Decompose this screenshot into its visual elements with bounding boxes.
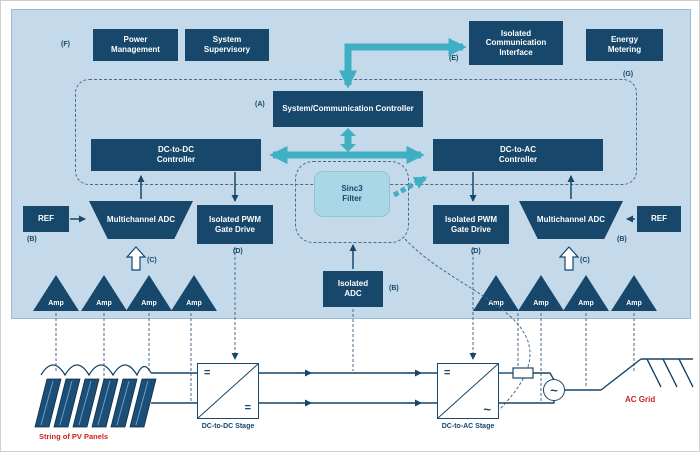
pv-panel-array [34,378,157,428]
amp-label: Amp [96,299,112,307]
block-dcac-controller: DC-to-AC Controller [433,139,603,171]
block-label: Multichannel ADC [536,215,606,225]
amp-label: Amp [48,299,64,307]
block-dcdc-controller: DC-to-DC Controller [91,139,261,171]
block-label: Power Management [111,35,160,54]
amp-label: Amp [141,299,157,307]
block-power-management: Power Management [93,29,178,61]
pv-string-label: String of PV Panels [39,432,109,441]
block-label: Sinc3 Filter [341,184,363,203]
block-isolated-communication-interface: Isolated Communication Interface [469,21,563,65]
label-d-right: (D) [471,248,481,255]
block-label: Isolated PWM Gate Drive [208,214,261,234]
block-ref-right: REF [637,206,681,232]
block-label: System Supervisory [203,35,251,54]
dc-symbol: = [204,367,211,379]
dcac-stage-label: DC-to-AC Stage [441,423,495,430]
block-label: Isolated ADC [337,279,369,298]
ac-grid-label: AC Grid [625,395,656,404]
block-label: DC-to-DC Controller [156,145,196,164]
dcdc-stage-label: DC-to-DC Stage [201,423,255,430]
dcac-stage-box: = ~ [437,363,499,419]
dcdc-stage-box: = = [197,363,259,419]
label-b-right: (B) [617,236,627,243]
label-b-left: (B) [27,236,37,243]
dc-symbol: = [244,402,251,414]
block-label: Multichannel ADC [106,215,176,225]
block-isolated-pwm-gate-drive-right: Isolated PWM Gate Drive [433,205,509,244]
amp-label: Amp [578,299,594,307]
label-d-left: (D) [233,248,243,255]
label-a: (A) [255,101,265,108]
label-b-mid: (B) [389,285,399,292]
label-g: (G) [623,71,634,78]
power-circuit-wires [40,363,601,419]
label-e: (E) [449,55,459,62]
label-c-left: (C) [147,257,157,264]
amp-label: Amp [186,299,202,307]
block-label: REF [38,214,54,224]
line-filter-component [512,367,534,379]
label-f: (F) [61,41,70,48]
amp-label: Amp [533,299,549,307]
block-energy-metering: Energy Metering [586,29,663,61]
block-multichannel-adc-left: Multichannel ADC [89,201,193,239]
block-label: Isolated Communication Interface [485,28,547,57]
block-label: Isolated PWM Gate Drive [444,214,497,234]
block-label: System/Communication Controller [282,104,414,114]
ac-source-symbol: ~ [543,379,565,401]
grid-symbol [600,358,694,391]
amp-label: Amp [488,299,504,307]
block-sinc3-filter: Sinc3 Filter [314,171,390,217]
block-multichannel-adc-right: Multichannel ADC [519,201,623,239]
block-system-supervisory: System Supervisory [185,29,269,61]
block-isolated-pwm-gate-drive-left: Isolated PWM Gate Drive [197,205,273,244]
block-isolated-adc: Isolated ADC [323,271,383,307]
block-label: Energy Metering [607,35,642,54]
dc-symbol: = [444,367,451,379]
block-system-communication-controller: System/Communication Controller [273,91,423,127]
block-ref-left: REF [23,206,69,232]
ac-symbol: ~ [550,382,558,398]
block-label: DC-to-AC Controller [498,145,538,164]
ac-symbol: ~ [483,402,491,417]
block-label: REF [651,214,667,224]
label-c-right: (C) [580,257,590,264]
amp-label: Amp [626,299,642,307]
pv-string-wiring-arcs [40,364,152,377]
